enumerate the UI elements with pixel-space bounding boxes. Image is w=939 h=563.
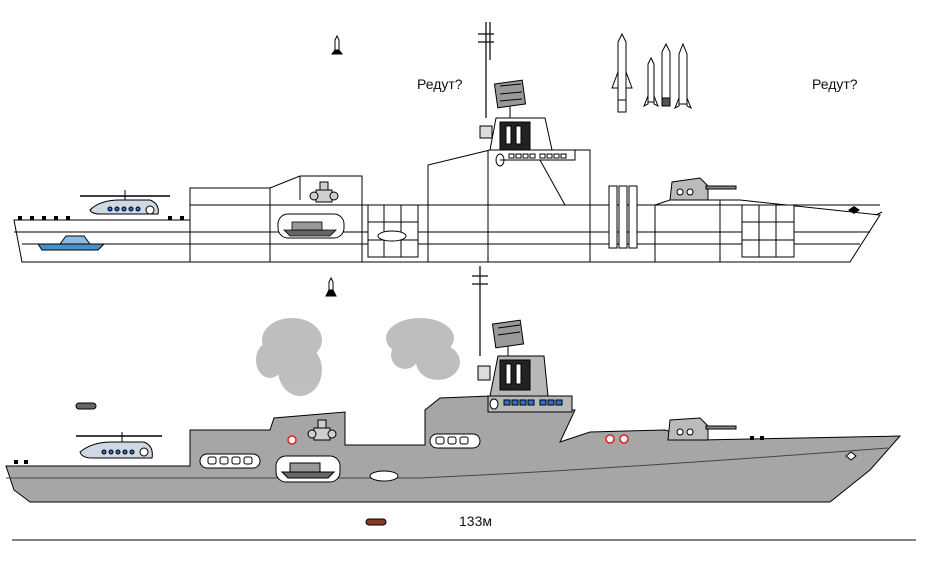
top-bow-marker: [848, 206, 860, 214]
top-torpedo-icon: [377, 230, 407, 242]
top-launcher-grid-2: [741, 204, 795, 258]
top-boat-bay: [277, 213, 345, 239]
smoke-cloud-1: [256, 318, 322, 396]
missile-icon: [674, 42, 692, 110]
top-gun-turret-icon: [669, 177, 737, 201]
bottom-helicopter-icon: [76, 432, 162, 459]
bottom-mast-icon: [472, 266, 488, 356]
ship-length-label: 133м: [459, 513, 492, 529]
missile-icon: [661, 42, 671, 107]
top-deck-rail: [18, 216, 184, 220]
radar-label-left: Редут?: [417, 76, 463, 92]
bottom-ship: [5, 355, 902, 503]
top-radar-icon: [493, 79, 527, 118]
smoke-cloud-2: [386, 318, 460, 380]
top-boat-icon: [37, 235, 106, 251]
top-small-rocket-icon: [331, 34, 343, 55]
top-vertical-launchers: [608, 185, 638, 249]
bottom-small-rocket-icon: [325, 276, 337, 297]
bottom-portholes: [199, 433, 481, 469]
radar-label-right: Редут?: [812, 76, 858, 92]
bottom-torpedo-icon: [369, 470, 399, 482]
bottom-red-markers: [287, 434, 629, 445]
top-mast-icon: [478, 22, 494, 118]
bottom-radar-icon: [491, 319, 525, 356]
bottom-bow-marker: [845, 451, 857, 461]
missile-icon: [611, 32, 633, 113]
top-bridge: [479, 117, 576, 167]
top-mount: [309, 181, 339, 203]
bottom-mount: [307, 419, 337, 441]
bottom-deck-rail: [14, 436, 764, 464]
top-missile-icons: [611, 32, 692, 113]
bottom-gun-turret-icon: [667, 417, 737, 441]
bottom-boat-bay: [275, 455, 341, 483]
missile-icon: [643, 56, 659, 108]
bottom-missile-horizontal-icon: [75, 402, 387, 526]
top-helicopter-icon: [80, 190, 170, 215]
top-ship-outline: [13, 149, 881, 263]
